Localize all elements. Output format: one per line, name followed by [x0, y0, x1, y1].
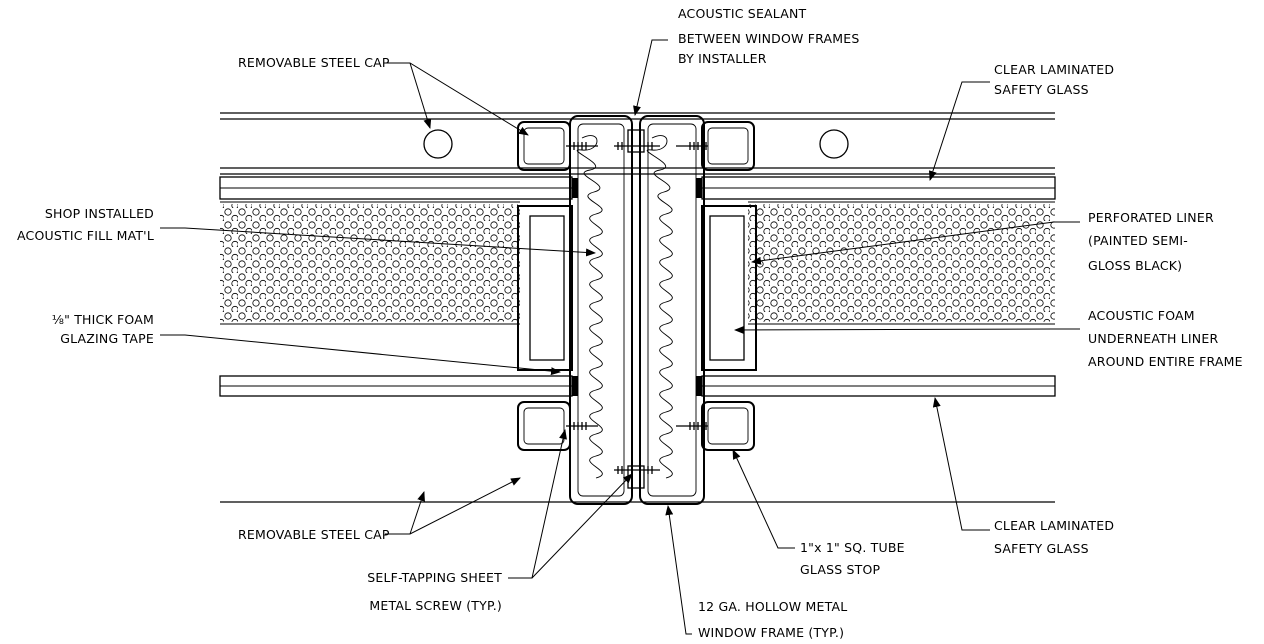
acoustic-fill-left: [220, 204, 520, 322]
label-clear-laminated-top: CLEAR LAMINATED SAFETY GLASS: [994, 62, 1114, 97]
acoustic-sealant-top: [627, 129, 645, 153]
svg-text:CLEAR LAMINATED: CLEAR LAMINATED: [994, 518, 1114, 533]
section-geometry: [219, 112, 1056, 505]
liner-left: [517, 205, 573, 371]
svg-text:SHOP INSTALLED: SHOP INSTALLED: [45, 206, 154, 221]
label-removable-steel-cap-bottom: REMOVABLE STEEL CAP: [238, 527, 390, 542]
insulation-right: [646, 135, 673, 479]
label-tube-glass-stop: 1"x 1" SQ. TUBE GLASS STOP: [800, 540, 905, 577]
leader-lines: [160, 39, 1080, 635]
svg-text:ACOUSTIC FOAM: ACOUSTIC FOAM: [1088, 308, 1195, 323]
label-removable-steel-cap-top: REMOVABLE STEEL CAP: [238, 55, 390, 70]
label-foam-tape: ⅛" THICK FOAM GLAZING TAPE: [52, 312, 154, 346]
acoustic-foam-right: [709, 215, 745, 361]
acoustic-sealant-bottom: [627, 465, 645, 489]
svg-text:GLAZING TAPE: GLAZING TAPE: [60, 331, 154, 346]
svg-text:WINDOW FRAME (TYP.): WINDOW FRAME (TYP.): [698, 625, 844, 640]
label-self-tapping-screw: SELF-TAPPING SHEET METAL SCREW (TYP.): [367, 570, 502, 613]
svg-text:SAFETY GLASS: SAFETY GLASS: [994, 541, 1089, 556]
acoustic-foam-left: [529, 215, 565, 361]
svg-text:REMOVABLE STEEL CAP: REMOVABLE STEEL CAP: [238, 55, 390, 70]
cap-hole-left: [423, 129, 453, 159]
svg-text:BY INSTALLER: BY INSTALLER: [678, 51, 767, 66]
svg-text:GLASS STOP: GLASS STOP: [800, 562, 881, 577]
svg-text:UNDERNEATH LINER: UNDERNEATH LINER: [1088, 331, 1218, 346]
label-shop-installed: SHOP INSTALLED ACOUSTIC FILL MAT'L: [17, 206, 154, 243]
svg-text:(PAINTED SEMI-: (PAINTED SEMI-: [1088, 233, 1188, 248]
svg-text:CLEAR LAMINATED: CLEAR LAMINATED: [994, 62, 1114, 77]
svg-text:METAL SCREW (TYP.): METAL SCREW (TYP.): [369, 598, 502, 613]
svg-text:SAFETY GLASS: SAFETY GLASS: [994, 82, 1089, 97]
liner-right: [701, 205, 757, 371]
label-acoustic-sealant: ACOUSTIC SEALANT BETWEEN WINDOW FRAMES B…: [678, 6, 860, 66]
acoustic-fill-right: [748, 204, 1055, 322]
svg-text:⅛" THICK FOAM: ⅛" THICK FOAM: [52, 312, 154, 327]
svg-text:BETWEEN WINDOW FRAMES: BETWEEN WINDOW FRAMES: [678, 31, 860, 46]
svg-text:REMOVABLE STEEL CAP: REMOVABLE STEEL CAP: [238, 527, 390, 542]
glass-stop-tube-top-right: [701, 121, 755, 171]
svg-text:ACOUSTIC SEALANT: ACOUSTIC SEALANT: [678, 6, 807, 21]
label-perforated-liner: PERFORATED LINER (PAINTED SEMI- GLOSS BL…: [1088, 210, 1214, 273]
svg-text:1"x 1" SQ. TUBE: 1"x 1" SQ. TUBE: [800, 540, 905, 555]
svg-text:PERFORATED LINER: PERFORATED LINER: [1088, 210, 1214, 225]
svg-text:SELF-TAPPING SHEET: SELF-TAPPING SHEET: [367, 570, 502, 585]
label-clear-laminated-bottom: CLEAR LAMINATED SAFETY GLASS: [994, 518, 1114, 556]
svg-text:GLOSS BLACK): GLOSS BLACK): [1088, 258, 1182, 273]
svg-text:ACOUSTIC FILL MAT'L: ACOUSTIC FILL MAT'L: [17, 228, 154, 243]
cap-hole-right: [819, 129, 849, 159]
svg-text:AROUND ENTIRE FRAME: AROUND ENTIRE FRAME: [1088, 354, 1243, 369]
screws: [566, 142, 708, 474]
glass-stop-tube-bottom-right: [701, 401, 755, 451]
svg-text:12 GA. HOLLOW METAL: 12 GA. HOLLOW METAL: [698, 599, 847, 614]
label-hollow-frame: 12 GA. HOLLOW METAL WINDOW FRAME (TYP.): [698, 599, 847, 640]
insulation-left: [576, 135, 603, 479]
glass-stop-tube-top-left: [517, 121, 571, 171]
label-acoustic-foam: ACOUSTIC FOAM UNDERNEATH LINER AROUND EN…: [1088, 308, 1243, 369]
